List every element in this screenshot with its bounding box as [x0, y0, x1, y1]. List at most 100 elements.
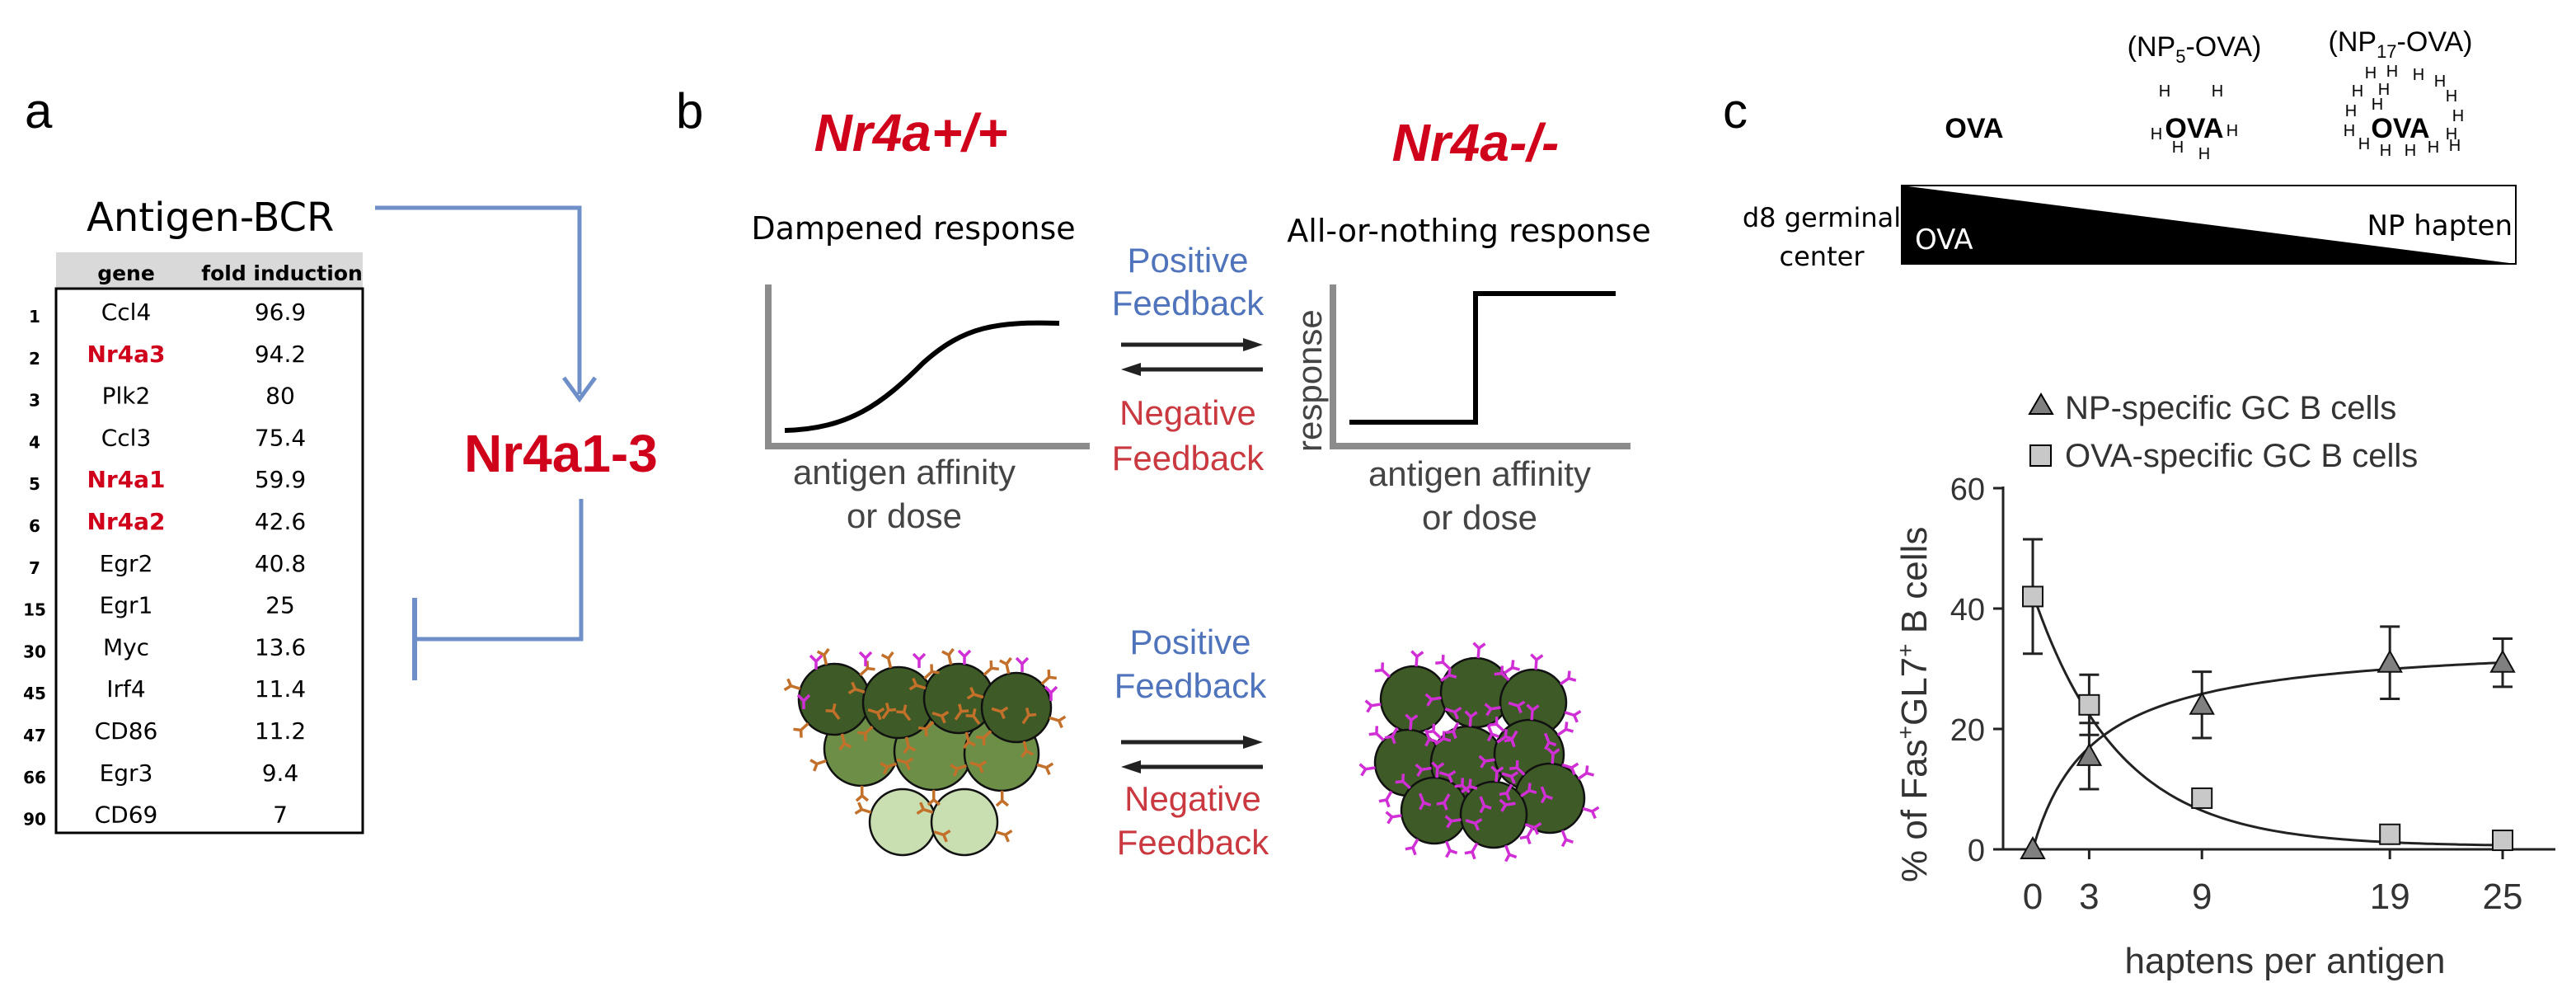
bcr-receptor [969, 760, 988, 773]
x-tick-label: 3 [2079, 877, 2099, 917]
left-y-label: response [731, 294, 770, 437]
bcr-receptor [950, 764, 967, 777]
np-data-point [2189, 691, 2215, 715]
knockout-cell-cluster [1358, 642, 1600, 863]
bcr-receptor [1508, 700, 1526, 714]
bcr-receptor [1021, 740, 1034, 759]
table-border [54, 287, 364, 835]
bcr-receptor [1424, 693, 1442, 707]
np-data-point [2020, 835, 2046, 859]
bcr-receptor [912, 652, 927, 668]
hapten-mark: H [2446, 125, 2457, 143]
table-rank: 30 [23, 642, 46, 661]
hapten-mark: H [2345, 102, 2357, 120]
bcr-receptor [1472, 642, 1486, 659]
panel-c-letter: c [1723, 83, 1748, 139]
forward-arrowhead-upper [1243, 338, 1263, 351]
bcr-receptor [1556, 722, 1574, 736]
bcr-receptor [1410, 650, 1424, 667]
backward-arrowhead-lower [1121, 760, 1141, 773]
negative-feedback-lower-2: Feedback [1117, 823, 1269, 862]
bcr-receptor [1434, 731, 1452, 745]
bcr-receptor [963, 731, 976, 750]
bcr-receptor [1496, 729, 1513, 744]
left-x-label-1: antigen affinity [793, 453, 1016, 491]
table-gene: CD86 [95, 717, 158, 745]
bcr-receptor [1561, 762, 1579, 776]
panel-b: b Nr4a+/+ Nr4a-/- Dampened response All-… [676, 83, 1651, 863]
table-rank: 6 [29, 516, 40, 536]
bcr-receptor [847, 681, 866, 695]
negative-feedback-upper-2: Feedback [1112, 439, 1265, 477]
bcr-receptor [908, 677, 927, 691]
sigmoid-curve [784, 320, 1060, 433]
gradient-left-label-1: d8 germinal [1743, 202, 1901, 233]
switch-response-graph: response antigen affinity or dose [1290, 284, 1631, 537]
gradient-ova-label: OVA [1915, 223, 1973, 256]
x-tick-label: 25 [2483, 877, 2523, 917]
hapten-mark: H [2372, 96, 2383, 114]
table-fold: 42.6 [255, 508, 306, 535]
x-tick-label: 9 [2192, 877, 2212, 917]
hapten-mark: H [2352, 82, 2363, 101]
bcr-receptor [995, 790, 1010, 807]
forward-arrowhead-lower [1243, 736, 1263, 749]
np-data-point [2489, 649, 2516, 673]
positive-feedback-upper-1: Positive [1127, 241, 1248, 280]
table-rank: 90 [23, 810, 46, 830]
table-rank: 4 [29, 432, 40, 452]
bcr-receptor [854, 802, 872, 816]
ova-data-point [2379, 823, 2401, 845]
positive-feedback-lower-1: Positive [1129, 623, 1250, 661]
bcr-receptor [999, 656, 1012, 675]
hapten-mark: H [2434, 73, 2446, 91]
table-gene: CD69 [95, 802, 158, 829]
bcr-receptor [816, 647, 830, 665]
ova-data-point [2078, 693, 2100, 716]
antigen-np17-ova-label: OVA [2371, 113, 2429, 144]
b-cell [930, 787, 999, 857]
y-tick-label: 0 [1968, 834, 1985, 868]
np-data-point [2076, 742, 2103, 766]
bcr-receptor [809, 759, 827, 772]
table-fold: 25 [265, 592, 295, 619]
bcr-receptor [941, 647, 955, 665]
table-gene: Myc [103, 633, 149, 661]
antigen-ova-label: OVA [1945, 113, 2003, 144]
bcr-receptor [1021, 708, 1037, 725]
bcr-receptor [995, 829, 1013, 843]
panel-b-letter: b [676, 83, 703, 139]
bcr-receptor [1015, 656, 1030, 672]
left-x-label-2: or dose [847, 496, 962, 535]
y-tick-label: 40 [1950, 593, 1985, 628]
hapten-mark: H [2198, 145, 2210, 163]
hapten-mark: H [2452, 107, 2464, 125]
bcr-receptor [793, 722, 809, 738]
hapten-mark: H [2449, 137, 2461, 155]
bcr-receptor [918, 721, 935, 736]
table-rank: 15 [23, 600, 46, 620]
antigen-bcr-title: Antigen-BCR [87, 195, 334, 241]
table-gene: Ccl3 [101, 424, 152, 451]
bcr-receptor [1509, 759, 1526, 776]
bcr-receptor [1445, 722, 1460, 740]
bcr-receptor [1501, 771, 1519, 784]
bcr-receptor [923, 664, 940, 680]
np-fit-curve [2031, 661, 2503, 850]
x-tick-label: 0 [2023, 877, 2043, 917]
bcr-receptor [1435, 654, 1452, 670]
legend-ova-label: OVA-specific GC B cells [2065, 438, 2418, 474]
bcr-receptor [1444, 840, 1458, 858]
bcr-receptor [1546, 747, 1560, 764]
table-rank: 3 [29, 391, 40, 411]
ova-data-point [2492, 830, 2513, 852]
b-cell [1459, 780, 1528, 849]
bcr-receptor [991, 706, 1009, 720]
bcr-receptor [954, 703, 969, 721]
hapten-mark: H [2344, 122, 2355, 140]
bcr-receptor [1378, 790, 1393, 808]
legend-np-label: NP-specific GC B cells [2065, 390, 2396, 426]
